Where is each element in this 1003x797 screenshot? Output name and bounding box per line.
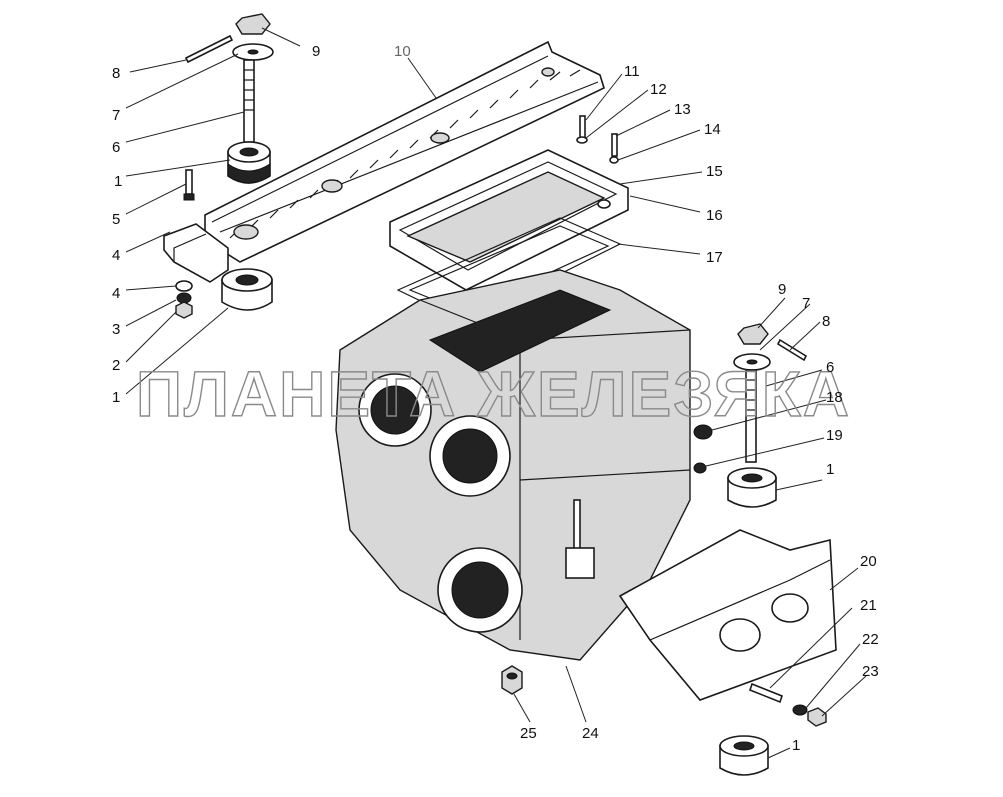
callout-label: 15 [706,163,723,180]
callout-label: 23 [862,663,879,680]
callout-label: 1 [826,461,834,478]
callout-label: 4 [112,247,120,264]
bolt-part-6-right [745,369,757,463]
bolt-part-21 [749,682,783,704]
callout-label: 13 [674,101,691,118]
pin-part-8-right [776,338,808,362]
bracket-part-20 [618,529,837,701]
callout-label: 3 [112,321,120,338]
callout-label: 16 [706,207,723,224]
callout-label: 9 [312,43,320,60]
callout-label: 6 [826,359,834,376]
nut-part-2 [175,301,193,319]
rubber-cushion-part-1-bottom [719,735,769,776]
callout-label: 25 [520,725,537,742]
washer-part-22 [792,704,808,716]
watermark-text: ПЛАНЕТА ЖЕЛЕЗЯКА [136,358,851,430]
rubber-cushion-part-1-right [727,467,777,508]
nut-part-25 [501,665,523,695]
callout-label: 11 [624,63,640,80]
plug-part-19 [693,462,707,474]
leader-lines [125,27,867,759]
callout-label: 1 [114,173,122,190]
washer-part-4-lower [175,280,193,292]
washer-part-7-left [232,43,274,61]
castle-nut-part-9-right [737,323,769,345]
plug-part-18 [693,424,713,440]
callout-label: 21 [860,597,877,614]
callout-label: 10 [394,43,411,60]
callout-label: 6 [112,139,120,156]
castle-nut-part-9-left [235,13,271,35]
callout-label: 24 [582,725,599,742]
callout-label: 14 [704,121,721,138]
washer-part-7-right [733,353,771,371]
rubber-cushion-part-1-upper-left [227,141,271,184]
callout-label: 22 [862,631,879,648]
bolt-part-5 [183,169,195,201]
callout-label: 4 [112,285,120,302]
callout-label: 7 [112,107,120,124]
callout-label: 1 [792,737,800,754]
callout-label: 18 [826,389,843,406]
callout-label: 5 [112,211,120,228]
rail-channel [204,40,605,263]
cover-part-15 [389,149,629,291]
callout-label: 7 [802,295,810,312]
callout-label: 9 [778,281,786,298]
callout-label: 1 [112,389,120,406]
bolt-part-6-left [243,59,255,143]
gearbox-housing-part-24 [335,269,691,661]
callout-label: 20 [860,553,877,570]
bolt-part-13 [609,133,619,164]
callout-label: 2 [112,357,120,374]
callout-label: 12 [650,81,667,98]
nut-part-23 [807,707,827,727]
pin-part-8-left [184,34,234,64]
bracket-part-4 [163,223,229,283]
callout-labels: 8 9 10 7 6 1 5 4 4 3 2 1 11 12 13 14 15 … [112,43,879,754]
callout-label: 8 [822,313,830,330]
callout-label: 19 [826,427,843,444]
rubber-cushion-part-1-lower-left [221,268,273,311]
bolt-part-11 [576,115,588,144]
callout-label: 8 [112,65,120,82]
callout-label: 17 [706,249,723,266]
